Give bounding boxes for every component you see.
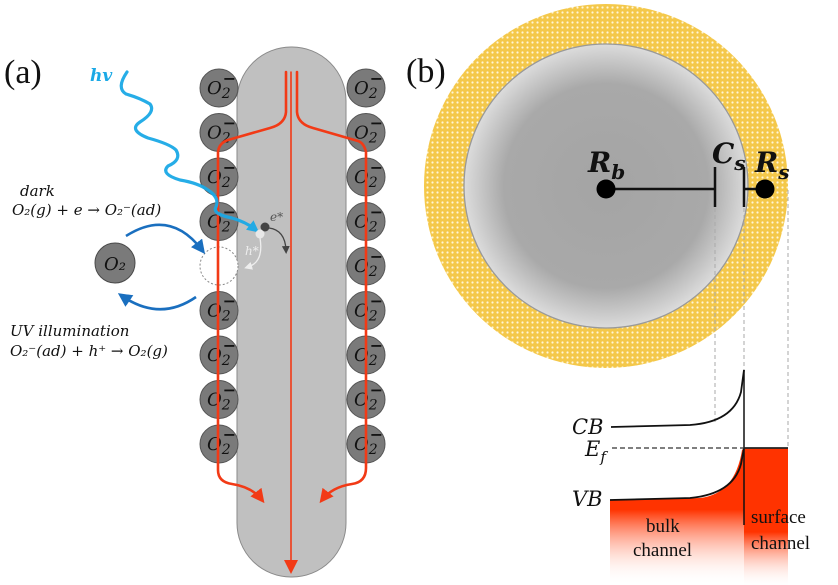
bulk-resistor-label: Rb <box>587 146 625 184</box>
uv-title: UV illumination <box>10 322 129 340</box>
adsorbed-o2-ion: O2− <box>199 68 239 108</box>
right-adsorbate-circle-0 <box>346 68 386 108</box>
electron-dot <box>260 222 270 232</box>
left-surface-current-path <box>216 70 288 504</box>
adsorption-cycle: O₂ <box>94 223 206 311</box>
photon-label: hv <box>90 66 113 86</box>
equivalent-circuit: Rb Cs Rs <box>587 137 790 207</box>
valence-band-line <box>609 447 745 501</box>
photon-wave <box>119 70 260 233</box>
panel-b-label: (b) <box>406 53 446 90</box>
surface-channel-fill <box>744 448 788 585</box>
dark-reaction: O₂(g) + e → O₂⁻(ad) <box>12 201 161 219</box>
right-adsorbate-label-0: O2− <box>354 69 383 102</box>
left-adsorbate-circle-0 <box>199 68 239 108</box>
adsorption-arrow <box>125 223 206 254</box>
bulk-channel-fill <box>610 448 744 585</box>
desorption-arrow <box>117 293 197 311</box>
bulk-node <box>596 179 616 199</box>
electron-path <box>268 227 290 254</box>
hole-label: h* <box>245 244 259 258</box>
capacitor-label: Cs <box>712 137 746 175</box>
adsorbed-o2-ion: O2− <box>346 68 386 108</box>
dark-title: dark <box>20 182 55 200</box>
bulk-channel-label-line2: channel <box>633 540 692 561</box>
hole-path <box>244 237 262 270</box>
uv-reaction: O₂⁻(ad) + h⁺ → O₂(g) <box>10 342 168 360</box>
bulk-channel-label-line1: bulk <box>646 516 680 537</box>
cb-label: CB <box>572 415 604 439</box>
hole-dot <box>255 229 265 239</box>
surface-resistor-label: Rs <box>754 146 790 184</box>
surface-channel-label-line1: surface <box>751 507 806 528</box>
gas-o2-label: O₂ <box>104 254 126 275</box>
left-adsorbate-label-1: O2− <box>207 114 236 147</box>
vb-label: VB <box>572 487 603 511</box>
right-surface-current-path <box>295 70 368 504</box>
current-paths <box>216 70 368 574</box>
adsorbed-o2-ion: O2− <box>346 113 386 152</box>
gas-o2-molecule <box>94 242 136 284</box>
ef-label: Ef <box>584 437 608 466</box>
right-adsorbate-label-1: O2− <box>354 114 383 147</box>
left-adsorbate-column: O2−O2−O2−O2−O2−O2−O2−O2− <box>199 68 239 464</box>
panel-b: (b) Rb Cs Rs <box>406 4 810 585</box>
projection-lines <box>714 190 789 448</box>
surface-channel-label-line2: channel <box>751 533 810 554</box>
electron-hole-pair: e* h* <box>244 210 290 270</box>
left-adsorbate-label-0: O2− <box>207 69 236 102</box>
surface-node <box>755 179 775 199</box>
panel-a-label: (a) <box>4 54 42 91</box>
photon: hv <box>90 66 260 233</box>
conduction-band-line <box>610 369 745 428</box>
electron-label: e* <box>270 210 283 224</box>
panel-a: (a) O2−O2−O2−O2−O2−O2−O2−O2− O2− O2− O2− O2… <box>4 46 386 578</box>
band-diagram: CB Ef VB bulk channel surface channel <box>572 369 810 585</box>
